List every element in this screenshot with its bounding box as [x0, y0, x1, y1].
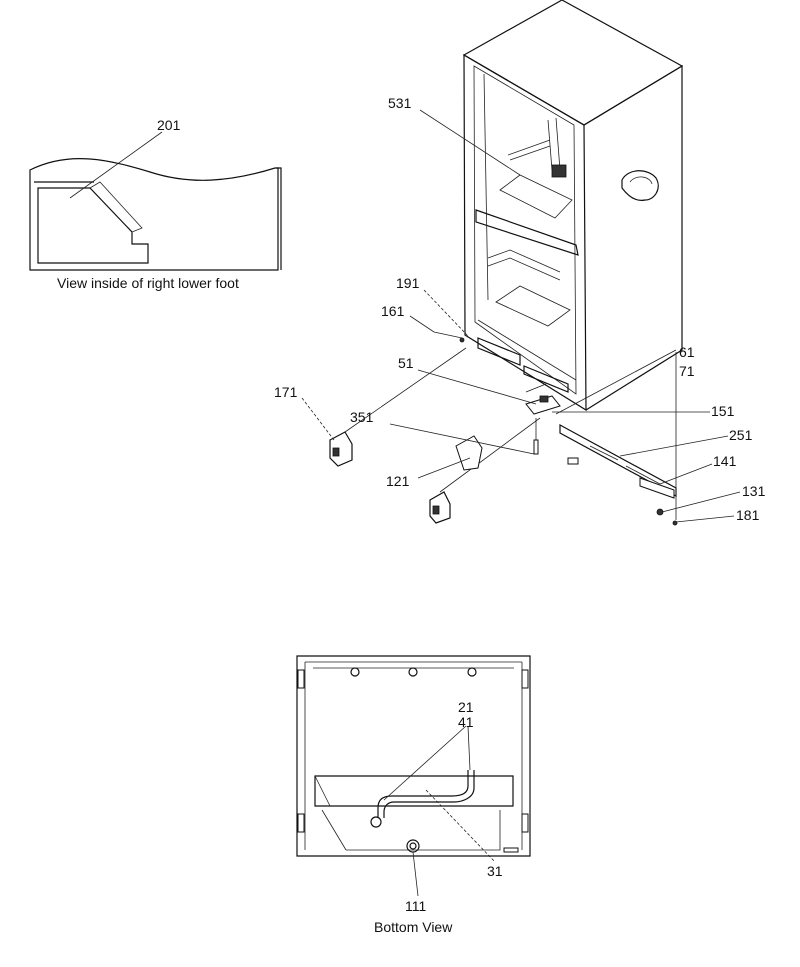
callout-161: 161: [381, 303, 405, 319]
foot-inset: 201 View inside of right lower foot: [29, 117, 282, 291]
leader-lines: [301, 109, 741, 523]
callout-131: 131: [742, 483, 766, 499]
bottom-view-caption: Bottom View: [374, 919, 453, 935]
foot-view-caption: View inside of right lower foot: [57, 275, 239, 291]
callout-71: 71: [679, 363, 695, 379]
callout-181: 181: [736, 507, 760, 523]
main-callouts: 531 191 161 51 171 351 121 61 71 151 251…: [274, 95, 766, 523]
refrigerator-cabinet: [462, 0, 684, 412]
callout-351: 351: [350, 409, 374, 425]
callout-61: 61: [679, 344, 695, 360]
callout-41: 41: [458, 714, 474, 730]
callout-121: 121: [386, 473, 410, 489]
callout-141: 141: [713, 453, 737, 469]
bottom-view: 21 41 31 111 Bottom View: [296, 655, 531, 935]
callout-531: 531: [388, 95, 412, 111]
callout-31: 31: [487, 863, 503, 879]
callout-151: 151: [711, 403, 735, 419]
callout-191: 191: [396, 275, 420, 291]
callout-111: 111: [405, 898, 426, 914]
callout-201: 201: [157, 117, 181, 133]
callout-51: 51: [398, 355, 414, 371]
callout-171: 171: [274, 384, 298, 400]
lower-parts: [329, 331, 678, 526]
callout-21: 21: [458, 699, 474, 715]
callout-251: 251: [729, 427, 753, 443]
